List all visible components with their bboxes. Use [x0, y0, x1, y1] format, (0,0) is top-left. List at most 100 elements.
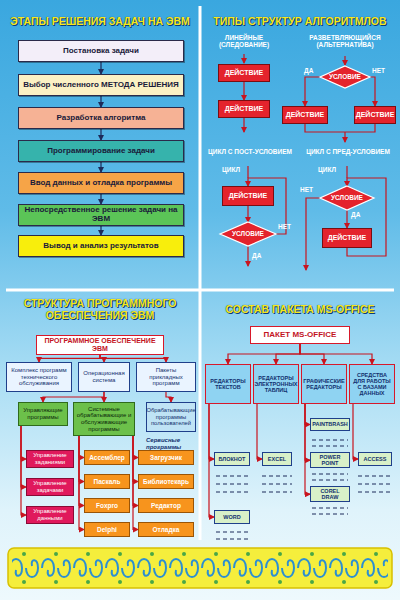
connector: [370, 77, 375, 106]
process-box: Выбор численного МЕТОДА РЕШЕНИЯ: [18, 74, 184, 96]
node-text: Паскаль: [94, 478, 121, 485]
node-text: Программирование задачи: [47, 147, 155, 156]
action-box: ДЕЙСТВИЕ: [354, 106, 396, 124]
node-text: Ввод данных и отладка программы: [30, 179, 172, 188]
program-box: Управление заданиями: [26, 450, 74, 468]
category-box: РЕДАКТОРЫ ТЕКСТОВ: [205, 364, 251, 404]
connector: [100, 62, 101, 74]
root-box: ПАКЕТ MS-OFFICE: [250, 326, 350, 344]
ornament-band: [8, 548, 392, 588]
program-box: Delphi: [84, 522, 130, 537]
node-text: ДЕЙСТВИЕ: [229, 192, 268, 200]
program-box: Загрузчик: [138, 450, 194, 465]
connector: [79, 436, 84, 506]
node-text: РЕДАКТОРЫ ЭЛЕКТРОННЫХ ТАБЛИЦ: [255, 375, 298, 393]
ornament-base: [8, 548, 392, 588]
structure-name: РАЗВЕТВЛЯЮЩИЙСЯ (АЛЬТЕРНАТИВА): [302, 34, 388, 48]
connector: [100, 355, 104, 362]
node-text: Ассемблер: [89, 454, 125, 461]
node-text: Разработка алгоритма: [57, 114, 146, 123]
edge-label: ДА: [304, 67, 313, 74]
process-box: Непосредственное решение задачи на ЭВМ: [18, 204, 184, 226]
connector: [100, 226, 101, 235]
node-text: Отладка: [153, 526, 180, 533]
process-box: Постановка задачи: [18, 40, 184, 62]
node-text: Редактор: [151, 502, 181, 509]
node-text: ACCESS: [364, 456, 387, 462]
node-text: ПРОГРАММНОЕ ОБЕСПЕЧЕНИЕ ЭВМ: [39, 337, 161, 353]
program-box: Управление задачами: [26, 478, 74, 496]
category-box: Операционная система: [78, 362, 130, 392]
connector: [100, 96, 101, 107]
entry-arrow: [344, 56, 345, 65]
dash-line: [312, 446, 348, 447]
action-box: ДЕЙСТВИЕ: [218, 64, 270, 82]
node-text: EXCEL: [268, 456, 286, 462]
node-text: Foxpro: [96, 502, 118, 509]
node-text: УСЛОВИЕ: [331, 194, 363, 201]
process-box: Вывод и анализ результатов: [18, 235, 184, 257]
decision-diamond: УСЛОВИЕ: [220, 222, 276, 246]
connector: [21, 426, 26, 515]
structure-name: ЦИКЛ С ПОСТ-УСЛОВИЕМ: [204, 148, 296, 155]
group-box: Обрабатывающие программы пользователей: [146, 402, 196, 432]
category-box: ГРАФИЧЕСКИЕ РЕДАКТОРЫ: [301, 364, 347, 404]
connector: [100, 162, 101, 172]
action-box: ДЕЙСТВИЕ: [322, 228, 372, 248]
edge-label: НЕТ: [278, 223, 291, 230]
section-title: СТРУКТУРА ПРОГРАММНОГО ОБЕСПЕЧЕНИЯ ЭВМ: [10, 298, 190, 321]
action-box: ДЕЙСТВИЕ: [218, 100, 270, 118]
program-box: Редактор: [138, 498, 194, 513]
process-box: Разработка алгоритма: [18, 107, 184, 129]
node-text: ПАКЕТ MS-OFFICE: [264, 331, 337, 340]
process-box: Программирование задачи: [18, 140, 184, 162]
application-box: PAINTBRASH: [310, 418, 350, 431]
application-box: POWER POINT: [310, 452, 350, 468]
decision-diamond: УСЛОВИЕ: [320, 66, 370, 88]
application-box: EXCEL: [262, 452, 292, 466]
action-box: ДЕЙСТВИЕ: [282, 106, 328, 124]
decision-diamond: УСЛОВИЕ: [320, 186, 374, 210]
node-text: Пакеты прикладных программ: [139, 367, 193, 387]
node-text: Вывод и анализ результатов: [43, 242, 158, 251]
exit-arrow: [247, 246, 248, 266]
dash-line: [262, 492, 292, 493]
connector: [257, 404, 262, 459]
node-text: Загрузчик: [150, 454, 182, 461]
connector: [346, 210, 347, 228]
category-box: СРЕДСТВА ДЛЯ РАБОТЫ С БАЗАМИ ДАННЫХ: [349, 364, 395, 404]
node-text: WORD: [223, 514, 240, 520]
divider-line: [199, 6, 202, 540]
node-text: Управление задачами: [29, 480, 71, 493]
dash-line: [358, 476, 392, 477]
structure-name: ЦИКЛ С ПРЕД-УСЛОВИЕМ: [302, 148, 394, 155]
program-box: Ассемблер: [84, 450, 130, 465]
program-box: Библиотекарь: [138, 474, 194, 489]
node-text: Управление заданиями: [29, 452, 71, 465]
edge-label: ДА: [351, 211, 360, 218]
node-text: ГРАФИЧЕСКИЕ РЕДАКТОРЫ: [303, 378, 345, 390]
node-text: Библиотекарь: [143, 478, 189, 485]
category-box: РЕДАКТОРЫ ЭЛЕКТРОННЫХ ТАБЛИЦ: [253, 364, 299, 404]
connector: [166, 392, 171, 402]
node-text: Обрабатывающие программы пользователей: [146, 407, 195, 426]
group-box: Системные обрабатывающие и обслуживающие…: [73, 402, 135, 436]
action-box: ДЕЙСТВИЕ: [222, 186, 274, 206]
dash-line: [358, 492, 392, 493]
connector: [100, 129, 101, 140]
connector: [43, 392, 104, 402]
entry-line: [346, 166, 347, 178]
entry-line: [247, 166, 248, 178]
section-title: ТИПЫ СТРУКТУР АЛГОРИТМЛОВ: [206, 16, 394, 28]
node-text: ДЕЙСТВИЕ: [225, 69, 264, 77]
dash-line: [312, 440, 348, 441]
loop-label: ЦИКЛ: [222, 166, 240, 173]
structure-name: ЛИНЕЙНЫЕ (СЛЕДОВАНИЕ): [212, 34, 276, 48]
node-text: ДЕЙСТВИЕ: [225, 105, 264, 113]
exit-arrow: [243, 118, 244, 132]
dash-line: [312, 474, 348, 475]
node-text: Управление данными: [29, 508, 71, 521]
connector: [228, 344, 300, 364]
diamond-outline: [320, 66, 370, 88]
